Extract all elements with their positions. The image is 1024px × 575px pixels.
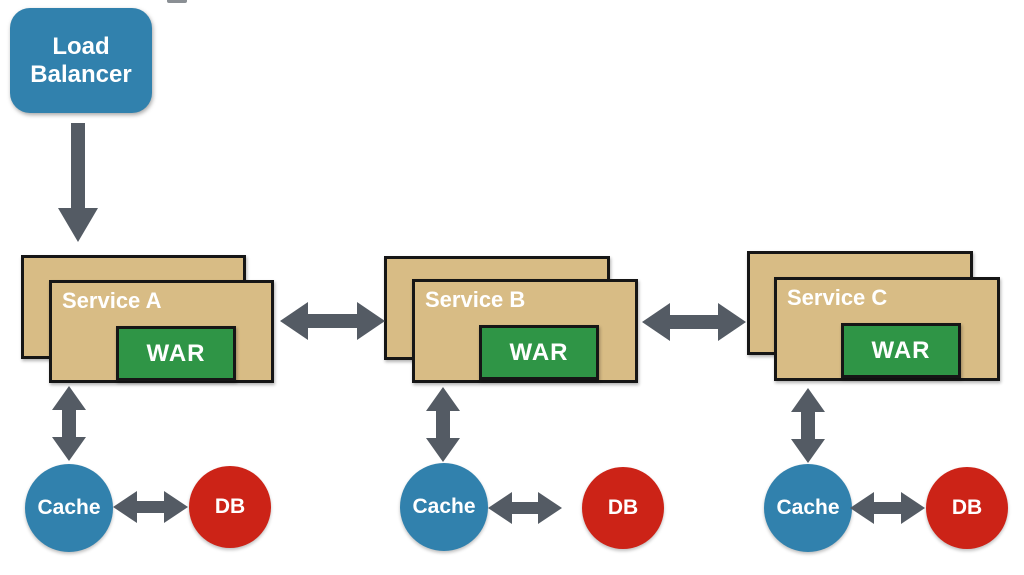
- db-b-node: DB: [582, 467, 664, 549]
- arrow-service-a-service-b: [280, 302, 385, 340]
- service-b-front-card: Service B WAR: [412, 279, 638, 383]
- db-c-node: DB: [926, 467, 1008, 549]
- load-balancer-node: Load Balancer: [10, 8, 152, 113]
- db-c-label: DB: [951, 496, 983, 519]
- service-a-war-box: WAR: [116, 326, 236, 381]
- cache-a-label: Cache: [37, 496, 101, 519]
- arrow-lb-to-service-a: [58, 123, 98, 242]
- service-c-front-card: Service C WAR: [774, 277, 1000, 381]
- arrow-cache-a-db-a: [113, 491, 188, 523]
- load-balancer-label: Load Balancer: [30, 32, 132, 88]
- service-c-label: Service C: [787, 285, 888, 310]
- arrow-service-c-cache-c: [791, 388, 825, 463]
- service-b-war-box: WAR: [479, 325, 599, 380]
- service-b-label: Service B: [425, 287, 526, 312]
- cache-b-label: Cache: [412, 495, 476, 518]
- service-a-war-label: WAR: [146, 339, 206, 367]
- service-c-war-label: WAR: [871, 336, 931, 364]
- service-c-war-box: WAR: [841, 323, 961, 378]
- crop-artifact: [167, 0, 187, 3]
- cache-a-node: Cache: [25, 464, 113, 552]
- cache-b-node: Cache: [400, 463, 488, 551]
- arrow-service-b-service-c: [642, 303, 746, 341]
- db-b-label: DB: [607, 496, 639, 519]
- arrow-service-a-cache-a: [52, 386, 86, 461]
- arrow-service-b-cache-b: [426, 387, 460, 462]
- cache-c-label: Cache: [776, 496, 840, 519]
- cache-c-node: Cache: [764, 464, 852, 552]
- arrow-cache-b-db-b: [488, 492, 562, 524]
- db-a-label: DB: [214, 495, 246, 518]
- db-a-node: DB: [189, 466, 271, 548]
- service-a-label: Service A: [62, 288, 162, 313]
- arrow-cache-c-db-c: [850, 492, 925, 524]
- service-b-war-label: WAR: [509, 338, 569, 366]
- service-a-front-card: Service A WAR: [49, 280, 274, 383]
